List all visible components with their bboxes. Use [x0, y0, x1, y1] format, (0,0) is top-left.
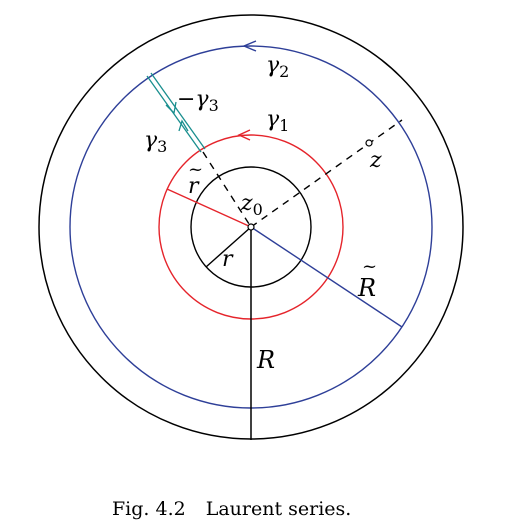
dashed-line-to-z: [250, 119, 403, 228]
gamma3-arrows: [165, 101, 189, 132]
radius-R-tilde: [250, 226, 403, 328]
point-z: [365, 139, 373, 147]
label-z0: z0: [240, 191, 263, 219]
dashed-line-to-gamma3: [202, 151, 252, 228]
label-r-tilde: r: [188, 174, 200, 199]
label-R-tilde-accent: ~: [362, 256, 377, 277]
caption-title: Laurent series.: [206, 498, 352, 520]
figure-caption: Fig. 4.2 Laurent series.: [112, 498, 351, 520]
label-gamma2: γ2: [266, 53, 289, 81]
label-z: z: [369, 148, 382, 173]
label-r-tilde-accent: ~: [188, 159, 203, 180]
label-R-tilde: R: [357, 274, 376, 302]
gamma1-arrow: [237, 129, 251, 141]
label-gamma1: γ1: [266, 107, 289, 135]
caption-number: Fig. 4.2: [112, 498, 186, 520]
radius-r: [205, 226, 252, 268]
gamma3-path: [146, 72, 206, 153]
label-gamma3: γ3: [144, 128, 167, 156]
gamma2-arrow: [242, 40, 257, 52]
point-z0: [247, 223, 255, 231]
label-neg-gamma3: −γ3: [177, 87, 219, 115]
label-r: r: [222, 247, 234, 272]
label-R: R: [256, 346, 275, 374]
radius-r-tilde: [166, 188, 252, 228]
